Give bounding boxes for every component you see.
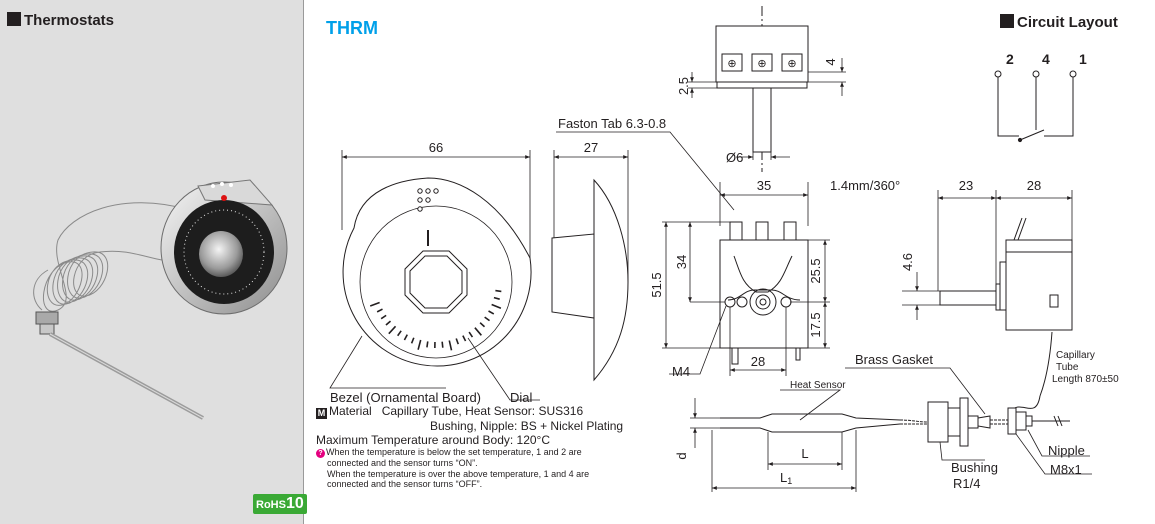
side-dim-23: 23 (959, 178, 973, 193)
material-line-2: Bushing, Nipple: BS + Nickel Plating (430, 419, 624, 433)
dial-tick (455, 338, 460, 345)
circuit-layout-title: Circuit Layout (1000, 14, 1118, 31)
terminal-screw-icon: ⊕ (787, 58, 796, 70)
front-depth-dim: 27 (584, 140, 598, 155)
bezel-label: Bezel (Ornamental Board) (330, 390, 481, 405)
dial-tick (448, 340, 453, 351)
dial-tick (491, 303, 502, 309)
bushing-thread: R1/4 (953, 476, 980, 491)
rear-width-dim: 35 (757, 178, 771, 193)
material-line-1: Capillary Tube, Heat Sensor: SUS316 (381, 404, 584, 418)
dial-scale-ticks (369, 289, 502, 351)
dial-tick (397, 330, 402, 337)
dial-tick (495, 289, 502, 293)
diameter-d: d (674, 452, 689, 459)
dial-tick (385, 320, 392, 326)
dial-tick (376, 308, 383, 313)
rohs-badge: RoHS10 (253, 494, 307, 514)
shaft-diameter: Ø6 (726, 150, 743, 165)
dial-tick (488, 310, 495, 315)
circuit-diagram (994, 70, 1077, 143)
side-dim-28: 28 (1027, 178, 1041, 193)
max-temperature: Maximum Temperature around Body: 120°C (316, 433, 551, 447)
dial-tick (403, 334, 408, 341)
top-view (715, 6, 809, 172)
nipple-thread: M8x1 (1050, 462, 1082, 477)
dial-tick (417, 339, 422, 350)
dial-tick (468, 331, 474, 338)
dial-tick (484, 316, 490, 322)
dial-tick (462, 335, 467, 342)
side-profile-view (551, 178, 629, 382)
tip-line-1: ?When the temperature is below the set t… (316, 447, 736, 458)
length-L: L (801, 446, 808, 461)
dial-tick (426, 341, 429, 348)
rear-bottom-width: 28 (751, 354, 765, 369)
capillary-label-1: Capillary (1056, 350, 1095, 361)
capillary-label-2: Tube (1056, 362, 1079, 373)
rear-height-dim: 51.5 (649, 272, 664, 297)
rear-dim-17-5: 17.5 (808, 312, 823, 337)
square-bullet-icon (1000, 14, 1014, 28)
dial-tick (388, 325, 397, 335)
top-dim-4: 4 (823, 58, 838, 65)
screw-label: M4 (672, 364, 690, 379)
dial-tick (369, 301, 380, 307)
dial-tick (380, 314, 387, 320)
product-code: THRM (326, 18, 378, 38)
brass-gasket-label: Brass Gasket (855, 352, 933, 367)
front-view (342, 177, 532, 367)
side-dim-4-6: 4.6 (900, 253, 915, 271)
square-bullet-icon (7, 12, 21, 26)
terminal-screw-icon: ⊕ (727, 58, 736, 70)
dial-tick (479, 322, 486, 328)
capillary-label-3: Length 870±50 (1052, 374, 1119, 385)
thermostat-photo (33, 179, 288, 420)
dial-tick (474, 327, 482, 336)
rear-dim-25-5: 25.5 (808, 258, 823, 283)
tip-badge-icon: ? (316, 449, 325, 458)
tip-line-3: When the temperature is over the above t… (327, 468, 590, 479)
dial-label: Dial (510, 390, 533, 405)
tip-line-2: connected and the sensor turns “ON”. (327, 458, 478, 468)
front-dots (417, 188, 439, 212)
terminal-4: 4 (1042, 51, 1050, 67)
sensor-assembly (720, 331, 1070, 447)
dial-tick (410, 337, 415, 344)
bushing-label: Bushing (951, 460, 998, 475)
dial-tick (441, 341, 444, 348)
rotation-dim: 1.4mm/360° (830, 178, 900, 193)
terminal-2: 2 (1006, 51, 1014, 67)
terminal-screw-icon: ⊕ (757, 58, 766, 70)
rear-dim-34: 34 (674, 255, 689, 269)
terminal-1: 1 (1079, 51, 1087, 67)
heat-sensor-label: Heat Sensor (790, 380, 846, 391)
faston-tab-label: Faston Tab 6.3-0.8 (558, 116, 666, 131)
dial-tick (493, 296, 500, 300)
length-L1: L1 (780, 470, 792, 486)
material-badge-icon: M (316, 408, 327, 419)
product-photo-panel: Thermostats (0, 0, 304, 524)
front-width-dim: 66 (429, 140, 443, 155)
nipple-label: Nipple (1048, 443, 1085, 458)
top-dim-2-5: 2.5 (676, 77, 691, 95)
side-view (939, 217, 1073, 331)
tip-line-4: connected and the sensor turns “OFF”. (327, 479, 483, 489)
rear-view (719, 221, 809, 365)
left-title: Thermostats (7, 12, 114, 29)
